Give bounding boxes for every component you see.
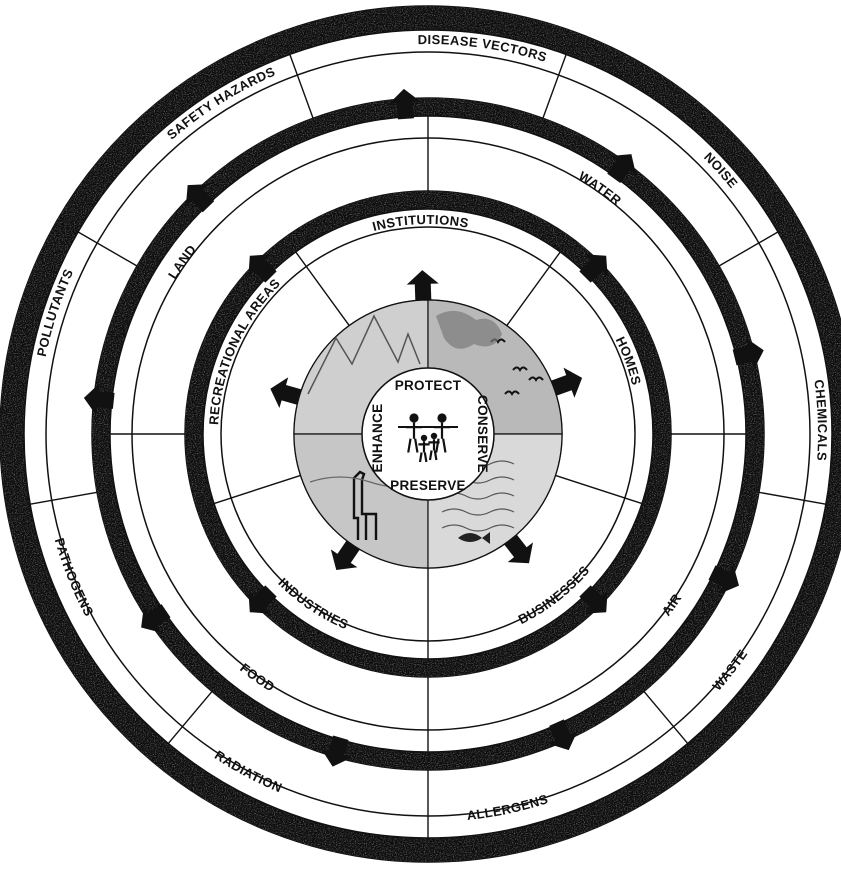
center-word-protect: PROTECT bbox=[395, 378, 462, 393]
figure-head bbox=[437, 413, 446, 422]
center-word-enhance: ENHANCE bbox=[370, 404, 385, 473]
center-disc: PROTECT PRESERVE ENHANCE CONSERVE bbox=[362, 368, 494, 500]
figure-head bbox=[421, 435, 427, 441]
figure-head bbox=[409, 413, 418, 422]
center-word-conserve: CONSERVE bbox=[475, 395, 490, 473]
figure-head bbox=[431, 433, 437, 439]
center-word-preserve: PRESERVE bbox=[390, 478, 466, 493]
